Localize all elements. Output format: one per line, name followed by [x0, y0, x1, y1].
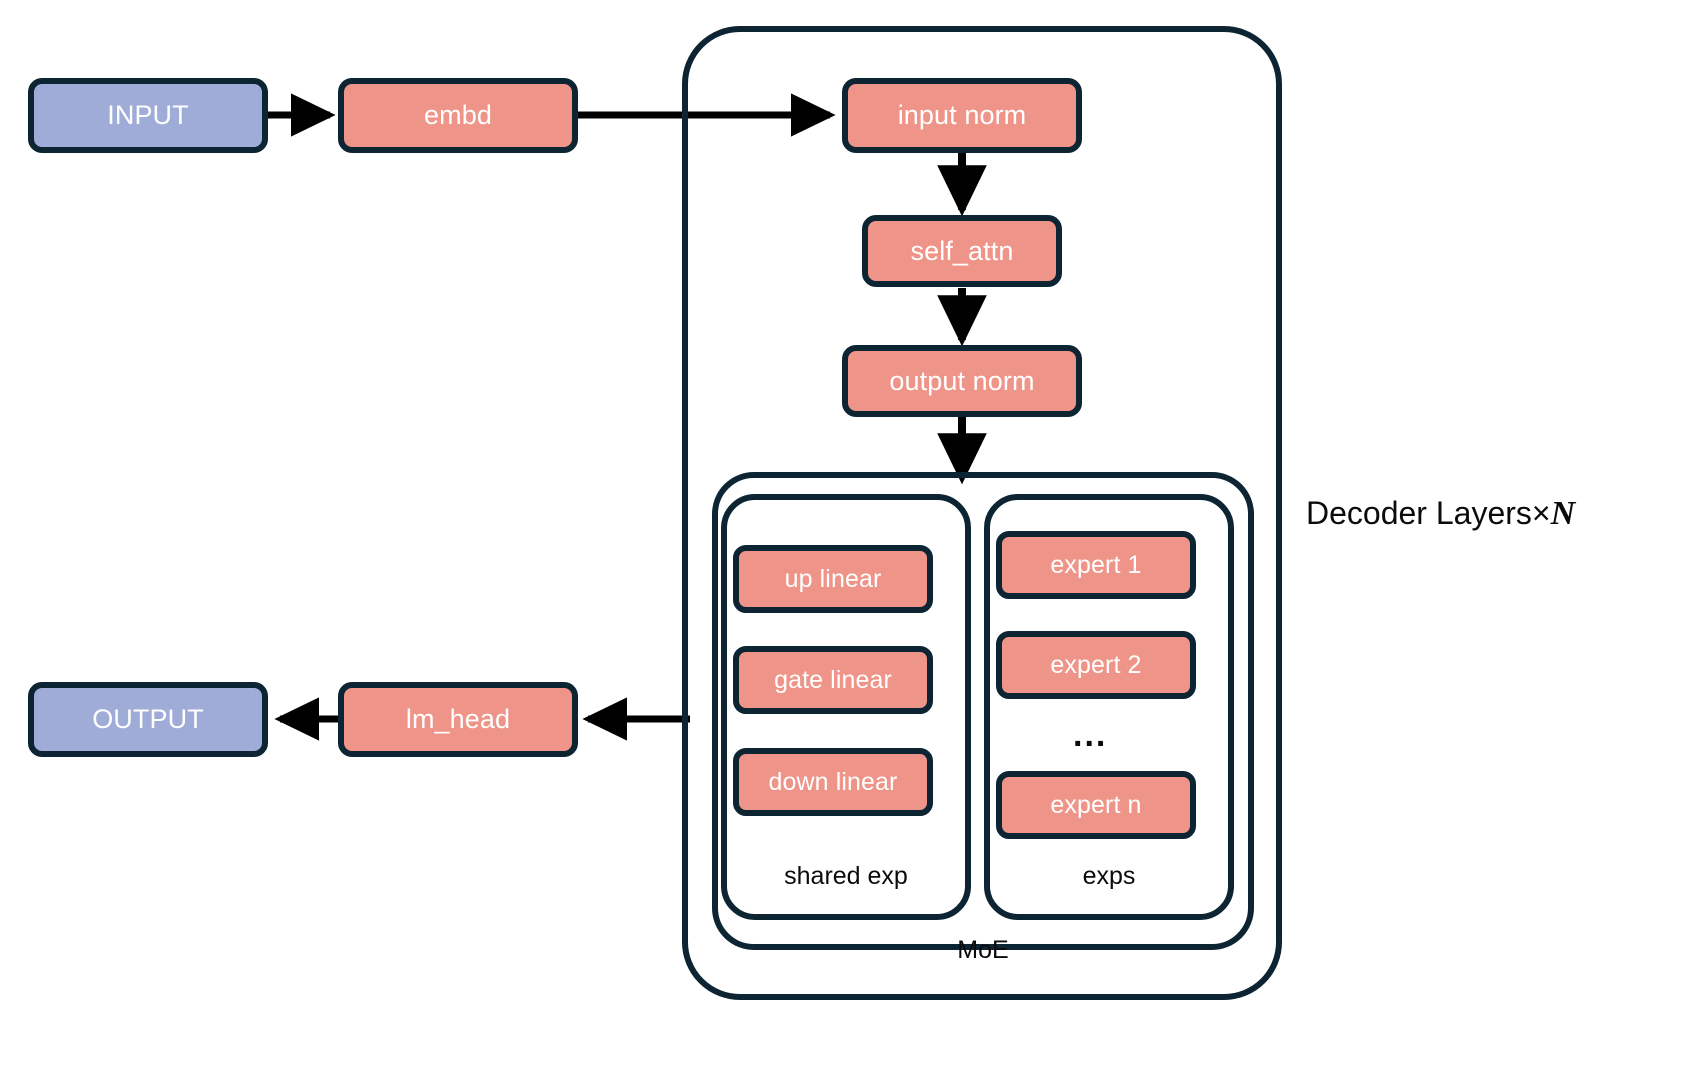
node-output-norm[interactable]: output norm — [842, 345, 1082, 417]
shared-exp-caption: shared exp — [784, 862, 908, 890]
node-down-linear[interactable]: down linear — [733, 748, 933, 816]
node-expert-2-label: expert 2 — [1050, 650, 1142, 679]
node-output[interactable]: OUTPUT — [28, 682, 268, 757]
node-down-linear-label: down linear — [768, 767, 898, 796]
decoder-layers-label: Decoder Layers×N — [1306, 497, 1575, 531]
node-input[interactable]: INPUT — [28, 78, 268, 153]
node-input-norm-label: input norm — [897, 100, 1027, 130]
node-input-norm[interactable]: input norm — [842, 78, 1082, 153]
decoder-layers-count-var: N — [1550, 495, 1576, 532]
node-lm-head[interactable]: lm_head — [338, 682, 578, 757]
decoder-layers-prefix: Decoder Layers× — [1306, 495, 1551, 531]
exps-caption: exps — [1082, 862, 1136, 890]
node-gate-linear-label: gate linear — [774, 665, 892, 694]
expert-ellipsis: ... — [1073, 716, 1108, 754]
node-up-linear-label: up linear — [784, 564, 882, 593]
node-up-linear[interactable]: up linear — [733, 545, 933, 613]
node-self-attn-label: self_attn — [910, 235, 1014, 266]
moe-caption: MoE — [957, 936, 1009, 964]
node-expert-n[interactable]: expert n — [996, 771, 1196, 839]
node-expert-n-label: expert n — [1050, 790, 1142, 819]
moe-group — [712, 472, 1254, 950]
node-expert-1-label: expert 1 — [1050, 550, 1142, 579]
node-gate-linear[interactable]: gate linear — [733, 646, 933, 714]
node-expert-2[interactable]: expert 2 — [996, 631, 1196, 699]
shared-expert-group — [721, 494, 971, 920]
node-self-attn[interactable]: self_attn — [862, 215, 1062, 287]
node-expert-1[interactable]: expert 1 — [996, 531, 1196, 599]
experts-group — [984, 494, 1234, 920]
node-embd-label: embd — [424, 100, 492, 130]
node-lm-head-label: lm_head — [405, 704, 511, 734]
decoder-layers-group — [682, 26, 1282, 1000]
node-input-label: INPUT — [107, 100, 189, 130]
node-embd[interactable]: embd — [338, 78, 578, 153]
node-output-norm-label: output norm — [889, 365, 1035, 396]
node-output-label: OUTPUT — [92, 704, 204, 734]
